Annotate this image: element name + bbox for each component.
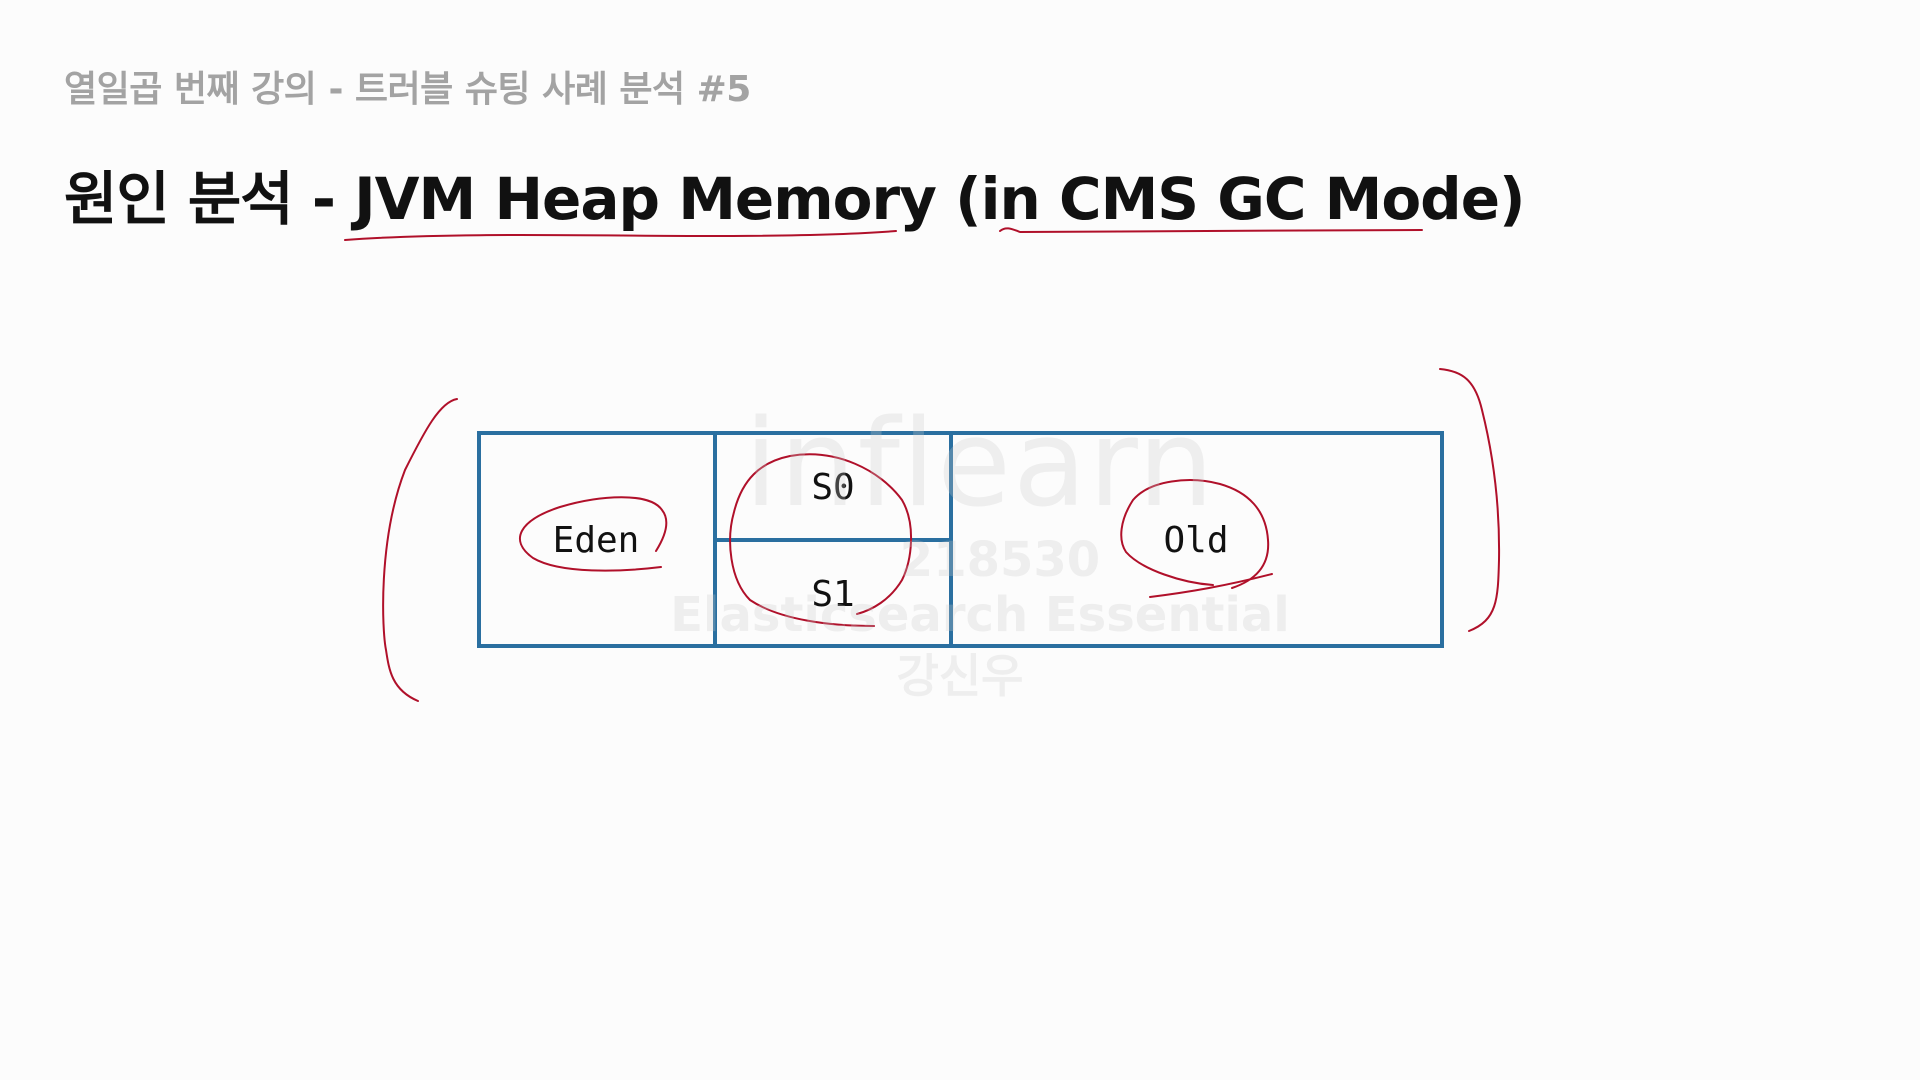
old-circle-tail: [1149, 573, 1273, 598]
eden-circle: [519, 496, 668, 572]
old-circle: [1120, 479, 1270, 589]
old-label: Old: [1163, 520, 1228, 561]
s0-label: S0: [811, 467, 854, 508]
lecture-subtitle: 열일곱 번째 강의 - 트러블 슈팅 사례 분석 #5: [64, 69, 751, 110]
slide-title: 원인 분석 - JVM Heap Memory (in CMS GC Mode): [64, 165, 1526, 233]
left-bracket: [382, 398, 458, 702]
survivor-circle: [729, 453, 912, 627]
eden-label: Eden: [553, 520, 640, 561]
heap-outer-box: [477, 431, 1444, 648]
s1-label: S1: [811, 574, 854, 615]
title-underline-cms-gc-mode: [999, 227, 1423, 233]
right-bracket: [1439, 368, 1501, 632]
handwritten-annotations: [344, 227, 1501, 702]
title-underline-jvm-heap-memory: [344, 230, 897, 241]
